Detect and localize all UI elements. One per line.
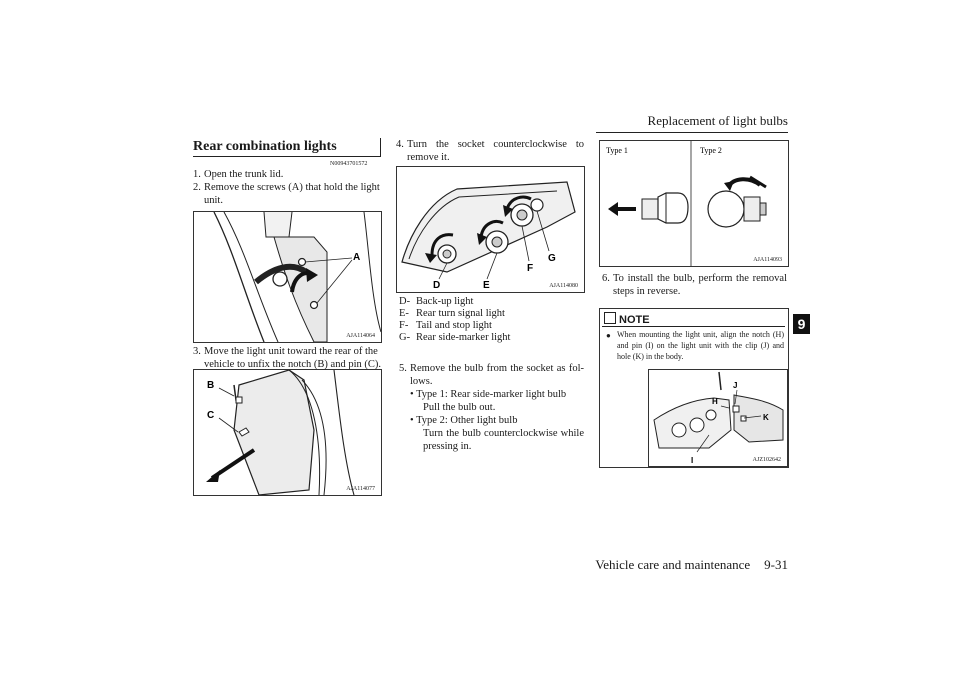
- figure-notch-alignment: H I J K AJZ102642: [648, 369, 788, 467]
- note-icon: [604, 312, 616, 324]
- legend-item: E-Rear turn signal light: [399, 308, 505, 319]
- step-number: 5.: [399, 363, 407, 374]
- legend-item: F-Tail and stop light: [399, 320, 492, 331]
- label-d: D: [433, 280, 440, 291]
- step-text: Open the trunk lid.: [204, 169, 284, 180]
- label-k: K: [763, 413, 769, 422]
- type1-label: • Type 1: Rear side-marker light bulb: [410, 389, 567, 400]
- label-e: E: [483, 280, 490, 291]
- note-box: NOTE ● When mounting the light unit, ali…: [599, 308, 789, 468]
- figure-screws: A AJA114064: [193, 211, 382, 343]
- figure-sockets: D E F G AJA114080: [396, 166, 585, 293]
- legend: D-Back-up light E-Rear turn signal light…: [399, 296, 584, 348]
- type1-detail: Pull the bulb out.: [423, 402, 496, 413]
- header-rule: [596, 132, 788, 133]
- figure-code: AJZ102642: [752, 457, 781, 463]
- type2-label: • Type 2: Other light bulb: [410, 415, 518, 426]
- step-text: To install the bulb, perform the removal…: [613, 273, 787, 297]
- step-4: 4. Turn the socket counterclockwise to r…: [396, 138, 584, 164]
- label-a: A: [353, 252, 360, 263]
- doc-code: N00943701572: [330, 161, 368, 167]
- note-rule: [602, 326, 785, 327]
- figure-notch-pin-drawing: B C: [206, 370, 355, 495]
- figure-code: AJA114077: [346, 486, 375, 492]
- page-number: 9-31: [764, 557, 788, 572]
- step-text: Remove the screws (A) that hold the ligh…: [204, 182, 380, 206]
- label-h: H: [712, 397, 718, 406]
- step-text: Move the light unit toward the rear of t…: [204, 346, 381, 370]
- figure-code: AJA114064: [346, 333, 375, 339]
- note-text: ● When mounting the light unit, align th…: [606, 329, 784, 362]
- figure-code: AJA114093: [753, 257, 782, 263]
- page-footer: Vehicle care and maintenance 9-31: [560, 557, 788, 573]
- label-g: G: [548, 253, 556, 264]
- label-j: J: [733, 381, 737, 390]
- chapter-tab[interactable]: 9: [793, 314, 810, 334]
- step-text: Remove the bulb from the socket as fol-l…: [410, 363, 584, 387]
- step-number: 6.: [602, 273, 610, 284]
- step-2: 2. Remove the screws (A) that hold the l…: [193, 181, 381, 207]
- step-number: 3.: [193, 346, 201, 357]
- label-f: F: [527, 263, 533, 274]
- step-number: 1.: [193, 169, 201, 180]
- footer-section: Vehicle care and maintenance: [595, 557, 751, 572]
- step-number: 2.: [193, 182, 201, 193]
- figure-sockets-drawing: D E F G: [401, 181, 576, 291]
- legend-item: G-Rear side-marker light: [399, 332, 511, 343]
- step-number: 4.: [396, 139, 404, 150]
- label-b: B: [207, 380, 214, 391]
- legend-item: D-Back-up light: [399, 296, 474, 307]
- note-bullet-text: When mounting the light unit, align the …: [617, 330, 784, 361]
- step-5: 5. Remove the bulb from the socket as fo…: [399, 362, 584, 453]
- figure-screws-drawing: A: [213, 212, 381, 342]
- bullet-icon: ●: [606, 331, 611, 340]
- figure-code: AJA114080: [549, 283, 578, 289]
- note-heading: NOTE: [604, 312, 650, 326]
- figure-notch-alignment-drawing: H I J K: [653, 371, 784, 465]
- type2-caption: Type 2: [700, 146, 722, 155]
- section-title: Rear combination lights: [193, 138, 381, 157]
- step-text: Turn the socket counterclockwise to remo…: [407, 139, 584, 163]
- page-header: Replacement of light bulbs: [647, 113, 788, 128]
- figure-notch-pin: B C AJA114077: [193, 369, 382, 496]
- type2-detail: Turn the bulb counterclockwise while pre…: [423, 428, 584, 452]
- step-1: 1. Open the trunk lid.: [193, 168, 381, 181]
- label-c: C: [207, 410, 214, 421]
- type1-caption: Type 1: [606, 146, 628, 155]
- step-3: 3. Move the light unit toward the rear o…: [193, 345, 381, 371]
- step-6: 6. To install the bulb, perform the remo…: [602, 272, 787, 298]
- figure-bulb-types-drawing: Type 1 Type 2: [606, 141, 767, 266]
- label-i: I: [691, 456, 693, 465]
- figure-bulb-types: Type 1 Type 2 AJA114093: [599, 140, 789, 267]
